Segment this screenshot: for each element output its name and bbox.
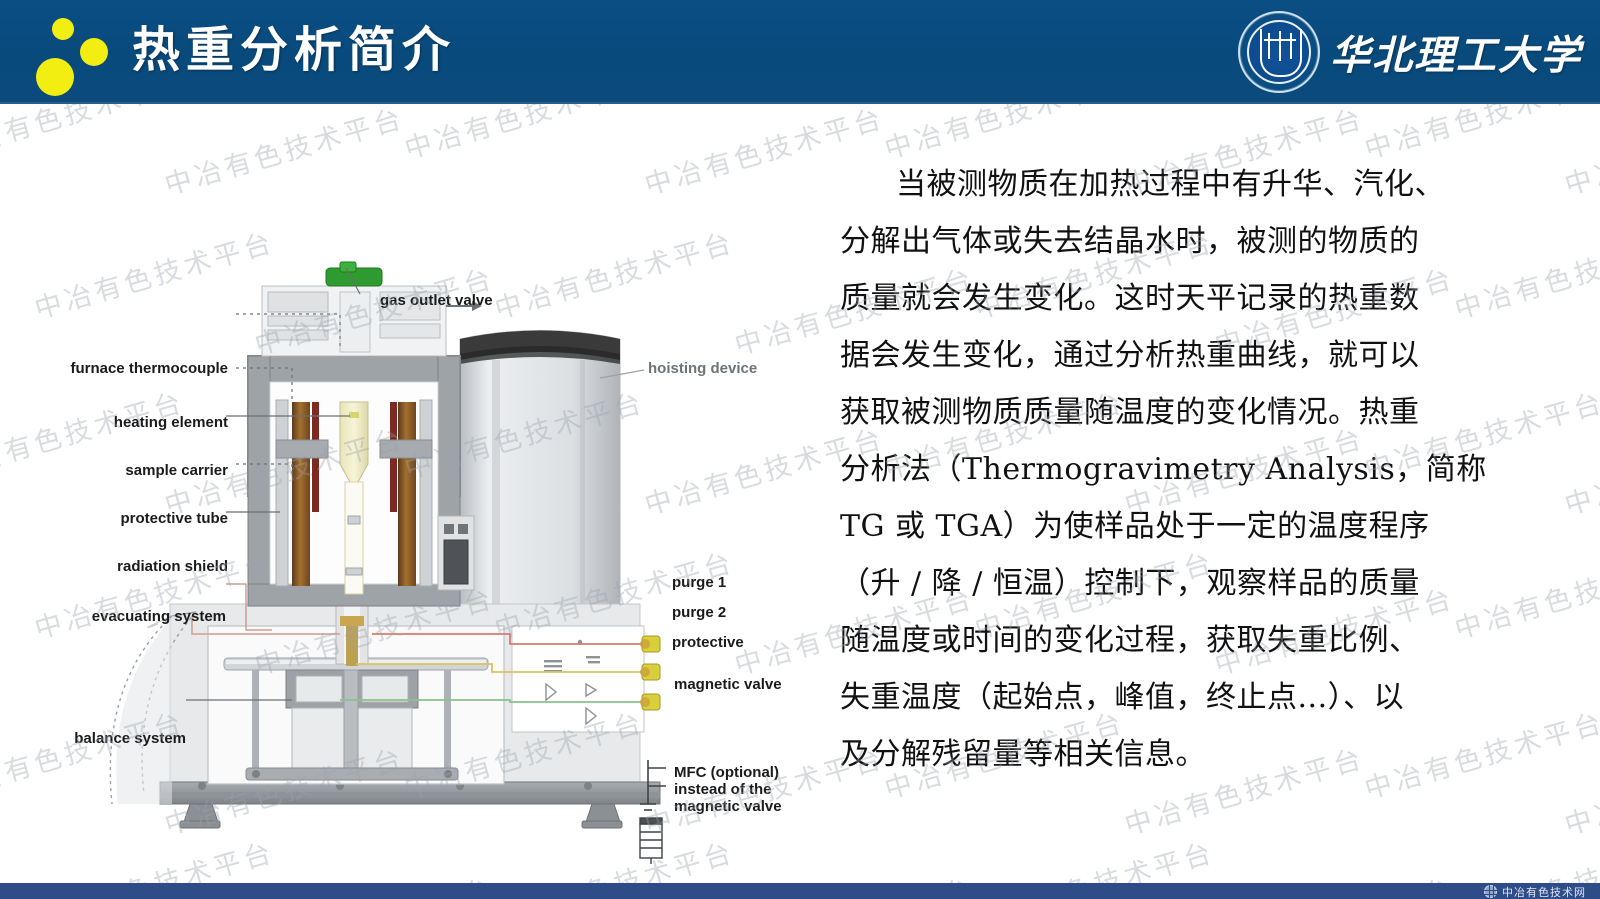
gas-head: [261, 261, 482, 357]
watermark-text: 中冶有色技术平台: [969, 831, 1218, 883]
controller-box: [437, 515, 475, 591]
watermark-text: 中冶有色技术平台: [1449, 831, 1600, 883]
university-name: 华北理工大学: [1330, 32, 1582, 79]
university-seal-icon: [1238, 11, 1320, 93]
diagram-label-protective-tube: protective tube: [120, 510, 228, 527]
diagram-label-mfc-optional: MFC (optional) instead of the magnetic v…: [674, 764, 782, 815]
body-line: 获取被测物质质量随温度的变化情况。热重: [840, 395, 1420, 430]
diagram-label-heating-element: heating element: [113, 414, 228, 431]
body-line: （升 / 降 / 恒温）控制下，观察样品的质量: [840, 566, 1420, 601]
header-divider: [0, 102, 1600, 104]
dot-large-icon: [36, 58, 74, 96]
diagram-label-gas-outlet-valve: gas outlet valve: [380, 292, 493, 309]
footer-brand: 中冶有色技术网: [1484, 884, 1586, 899]
body-line: 据会发生变化，通过分析热重曲线，就可以: [840, 338, 1420, 373]
diagram-label-purge-1: purge 1: [672, 574, 727, 591]
watermark-text: 中冶有色技术平台: [729, 867, 978, 883]
body-line: 当被测物质在加热过程中有升华、汽化、: [840, 156, 1520, 213]
gas-lines: [191, 616, 648, 703]
slide-header: 热重分析简介 华北理工大学: [0, 0, 1600, 104]
body-line: 分析法（Thermogravimetry Analysis，简称: [840, 452, 1487, 487]
body-text: 当被测物质在加热过程中有升华、汽化、 分解出气体或失去结晶水时，被测的物质的 质…: [840, 156, 1520, 783]
diagram-label-hoisting-device: hoisting device: [648, 360, 758, 377]
watermark-text: 中冶有色技术平台: [249, 867, 498, 883]
magnetic-valve-symbol: [640, 760, 666, 811]
mfc-symbol: [639, 817, 663, 864]
diagram-label-balance-system: balance system: [74, 730, 186, 747]
dot-medium-icon: [80, 38, 108, 66]
diagram-label-radiation-shield: radiation shield: [117, 558, 228, 575]
gas-fittings: [640, 635, 661, 711]
slide-content: furnace thermocouple heating element sam…: [0, 104, 1600, 883]
body-line: 随温度或时间的变化过程，获取失重比例、: [840, 623, 1420, 658]
tga-diagram-svg: [109, 261, 666, 864]
watermark-text: 中冶有色技术平台: [1561, 423, 1600, 522]
watermark-text: 中冶有色技术平台: [1561, 743, 1600, 842]
university-logo: 华北理工大学: [1238, 8, 1582, 96]
diagram-label-protective: protective: [672, 634, 744, 651]
dot-small-icon: [52, 18, 74, 40]
body-line-text: 当被测物质在加热过程中有升华、汽化、: [896, 167, 1445, 202]
diagram-label-sample-carrier: sample carrier: [125, 462, 228, 479]
body-line: TG 或 TGA）为使样品处于一定的温度程序: [840, 509, 1430, 544]
body-line: 及分解残留量等相关信息。: [840, 737, 1206, 772]
diagram-label-evacuating-system: evacuating system: [91, 608, 226, 625]
gas-manifold-panel: [511, 625, 645, 733]
watermark-text: 中冶有色技术平台: [1561, 104, 1600, 202]
balance-enclosure: [207, 625, 505, 785]
body-line: 分解出气体或失去结晶水时，被测的物质的: [840, 224, 1420, 259]
body-line: 质量就会发生变化。这时天平记录的热重数: [840, 281, 1420, 316]
tga-instrument-diagram: furnace thermocouple heating element sam…: [40, 164, 840, 864]
diagram-label-furnace-thermocouple: furnace thermocouple: [70, 360, 228, 377]
diagram-label-magnetic-valve: magnetic valve: [674, 676, 782, 693]
watermark-text: 中冶有色技术平台: [0, 104, 189, 166]
footer-bar: [0, 883, 1600, 899]
body-line: 失重温度（起始点，峰值，终止点...）、以: [840, 680, 1405, 715]
decorative-dots: [22, 14, 132, 96]
page-title: 热重分析简介: [132, 22, 457, 78]
leader-lines-left: [186, 313, 350, 701]
globe-icon: [1484, 885, 1497, 898]
leader-line-top: [345, 267, 361, 295]
footer-brand-text: 中冶有色技术网: [1502, 885, 1586, 899]
diagram-label-purge-2: purge 2: [672, 604, 727, 621]
leader-line-hoisting: [599, 369, 645, 379]
watermark-text: 中冶有色技术平台: [1209, 867, 1458, 883]
furnace-assembly: [247, 355, 461, 607]
watermark-text: 中冶有色技术平台: [401, 104, 649, 166]
